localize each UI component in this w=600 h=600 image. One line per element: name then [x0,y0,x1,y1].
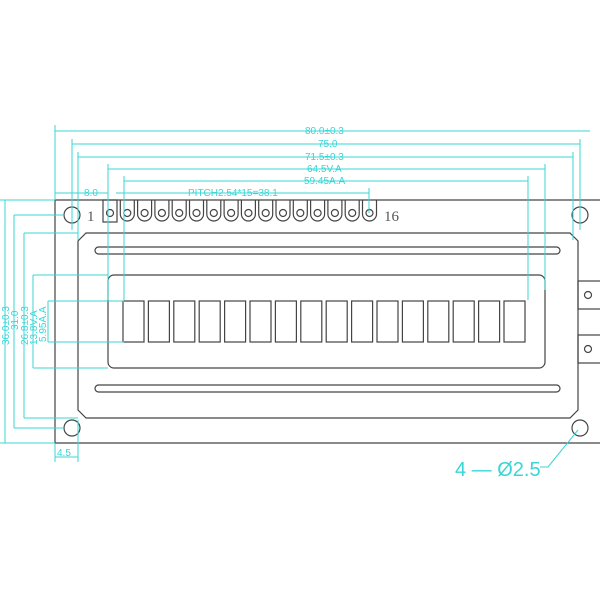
pin-pad [119,200,135,222]
pin-pad-square [102,199,118,223]
bottom-slit [94,384,561,393]
viewing-area [107,274,546,369]
pin-hole-icon [261,208,270,218]
dim-mounting-holes: 4 — Ø2.5 [455,459,541,481]
pin-hole-icon [209,208,218,218]
pin-hole-icon [313,208,322,218]
pin-pad [154,200,170,222]
dim-active-area-height: 5.95A.A [38,306,49,342]
character-cell [147,300,170,343]
led-connector-k [577,334,600,364]
character-cell [401,300,424,343]
dim-line-bezel-height [23,232,78,419]
pin-hole-icon [157,208,166,218]
pin-pad [258,200,274,222]
pin-pad [137,200,153,222]
pin-pad [240,200,256,222]
dim-line-bezel-width [77,152,574,240]
dim-line-active-height [47,300,124,343]
character-cell [173,300,196,343]
led-pad-icon [583,344,593,354]
led-pad-icon [583,290,593,300]
dim-line-active-width [123,176,529,300]
pin-hole-icon [330,208,339,218]
dim-line-pins [55,188,370,213]
dim-hole-spacing-x: 75.0 [318,139,338,150]
pin-pad [361,200,378,222]
pin-pad [344,200,360,222]
dim-overall-height: 36.0±0.3 [1,306,12,345]
character-cell [325,300,348,343]
character-cell [274,300,297,343]
dim-line-overall-height [0,199,55,444]
leader-line [540,429,579,468]
pcb-outline [54,199,600,444]
character-cell [300,300,323,343]
character-cell [478,300,501,343]
pin-hole-icon [140,208,149,218]
top-slit [94,246,561,255]
pin-hole-icon [175,208,184,218]
pin-pad [188,200,205,222]
character-cell [249,300,272,343]
pin-header [102,199,378,223]
dim-hole-edge-offset: 4.5 [57,448,71,459]
pin-hole-icon [348,208,357,218]
dim-bezel-width: 71.5±0.3 [305,152,344,163]
dim-line-hole-offset [54,420,79,462]
pin-pad [206,200,222,222]
led-connector-a [577,280,600,310]
pin-pad [327,200,343,222]
dim-line-hole-y [13,214,64,429]
dim-line-view-height [32,274,108,369]
dim-bezel-height: 26.8±0.3 [20,306,31,345]
character-cell [198,300,221,343]
bezel [77,232,579,419]
dim-active-area-width: 59.45A.A [304,176,345,187]
pin-16-label: 16 [384,209,400,225]
pin-hole-icon [192,208,201,218]
dim-view-area-width: 64.5V.A [307,164,342,175]
pin-hole-icon [105,208,115,218]
pin-1-label: 1 [87,209,95,225]
dim-line-overall-width [54,125,590,200]
character-cells [122,300,526,343]
character-cell [224,300,247,343]
pin-pad [223,200,239,222]
dim-view-area-height: 13.8V.A [29,310,40,345]
dim-pin1-offset: 8.0 [84,188,98,199]
character-cell [122,300,145,343]
character-cell [452,300,475,343]
dim-line-hole-x [71,139,581,230]
pin-hole-icon [296,208,305,218]
character-cell [503,300,526,343]
character-cell [427,300,450,343]
dim-line-view-width [107,164,546,300]
dim-pin-pitch: PITCH2.54*15=38.1 [188,188,278,199]
pin-hole-icon [123,208,132,218]
pin-pad [275,200,291,222]
character-cell [351,300,374,343]
dim-overall-width: 80.0±0.3 [305,126,344,137]
pin-hole-icon [244,208,253,218]
character-cell [376,300,399,343]
pin-hole-icon [227,208,236,218]
pin-hole-icon [278,208,288,218]
pin-pad [171,200,187,222]
pin-pad [292,200,308,222]
dim-hole-spacing-y: 31.0 [10,310,21,330]
pin-pad [310,200,326,222]
mounting-hole-icon [571,419,589,437]
